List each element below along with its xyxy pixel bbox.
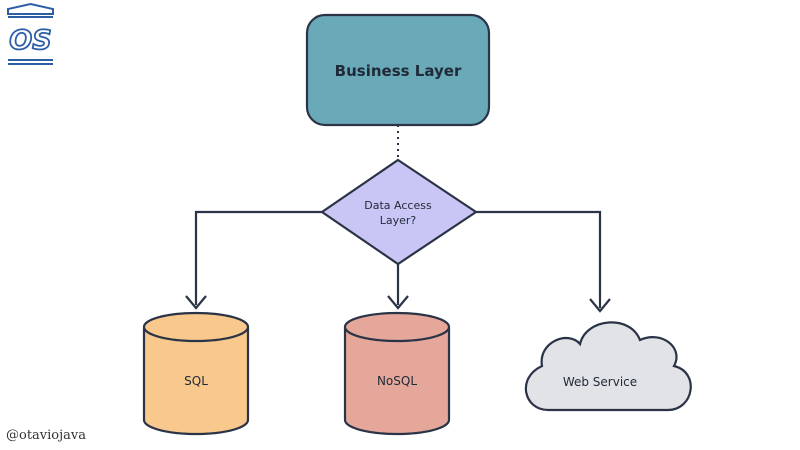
cloud-icon — [524, 321, 692, 412]
decision-label-line2: Layer? — [380, 214, 417, 227]
author-handle: @otaviojava — [6, 428, 87, 443]
arrowhead-webservice — [589, 298, 611, 313]
arrowhead-sql — [185, 295, 207, 310]
logo-text: OS — [9, 25, 51, 56]
web-service-node: Web Service — [524, 321, 692, 412]
arrowhead-nosql — [387, 295, 409, 310]
connector-to-sql — [194, 210, 322, 305]
sql-label: SQL — [184, 374, 208, 388]
nosql-database-node: NoSQL — [343, 311, 451, 436]
os-logo: OS — [7, 2, 54, 65]
web-service-label: Web Service — [563, 375, 637, 389]
logo-roof — [7, 2, 54, 15]
sql-database-node: SQL — [142, 311, 250, 436]
nosql-label: NoSQL — [377, 374, 417, 388]
business-layer-node: Business Layer — [305, 13, 491, 127]
nosql-cylinder-top — [343, 311, 451, 343]
data-access-decision-node: Data Access Layer? — [320, 158, 478, 266]
business-layer-box — [305, 13, 491, 127]
decision-diamond — [320, 158, 478, 266]
decision-label-line1: Data Access — [364, 199, 432, 212]
nosql-cylinder-body — [343, 327, 451, 436]
sql-cylinder-body — [142, 327, 250, 436]
connector-to-webservice — [476, 210, 602, 308]
business-layer-label: Business Layer — [335, 62, 462, 80]
sql-cylinder-top — [142, 311, 250, 343]
